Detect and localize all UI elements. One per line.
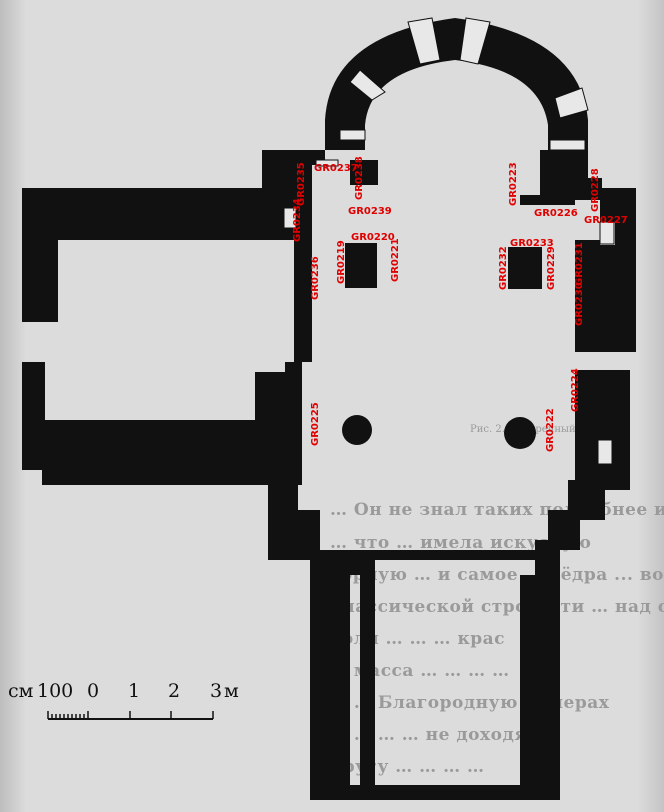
label-gr0235: GR0235 <box>296 162 307 206</box>
label-gr0222: GR0222 <box>545 408 556 452</box>
apse-window <box>407 17 441 65</box>
wall-east-upper <box>600 188 636 352</box>
pier-nw <box>345 243 377 288</box>
wall-north-right <box>520 150 602 205</box>
niche <box>597 439 613 465</box>
wall-mid-north <box>294 232 312 362</box>
figure-caption: Рис. 2. Поперечный разрез <box>470 424 614 435</box>
apse-wall <box>325 18 588 150</box>
walls <box>22 18 636 800</box>
pier-ne <box>508 247 542 289</box>
scale-unit-m: м <box>224 680 239 702</box>
label-gr0230: GR0230 <box>574 282 585 326</box>
niche <box>599 221 615 245</box>
wall-narthex-right <box>520 575 535 785</box>
apse-window <box>459 17 491 65</box>
apse-window <box>349 69 386 101</box>
bleed-line: … что … имела искусную <box>330 533 591 553</box>
wall-narthex <box>335 550 535 800</box>
label-gr0228: GR0228 <box>590 168 601 212</box>
label-gr0236: GR0236 <box>310 256 321 300</box>
wall-north-left-inner <box>350 160 378 185</box>
bleed-line: классической строгости … над стен … здес… <box>330 597 664 617</box>
label-gr0225: GR0225 <box>310 402 321 446</box>
apse-window <box>339 129 366 141</box>
label-gr0232: GR0232 <box>498 246 509 290</box>
label-gr0239: GR0239 <box>348 206 392 217</box>
label-gr0229: GR0229 <box>546 246 557 290</box>
plan-labels: GR0237 GR0238 GR0235 GR0239 GR0234 GR023… <box>292 156 628 452</box>
scale-tick-2: 2 <box>168 680 180 702</box>
label-gr0220: GR0220 <box>351 232 395 243</box>
scale-tick-1: 1 <box>128 680 140 702</box>
label-gr0233: GR0233 <box>510 238 554 249</box>
scale-unit-cm: см <box>8 680 34 702</box>
label-gr0223: GR0223 <box>508 162 519 206</box>
label-gr0224: GR0224 <box>570 368 581 412</box>
wall-south-west <box>22 362 335 800</box>
niche <box>283 207 297 229</box>
niche <box>315 159 339 167</box>
label-gr0221: GR0221 <box>390 238 401 282</box>
wall-south-east <box>535 370 630 800</box>
label-gr0238: GR0238 <box>354 156 365 200</box>
wall-narthex-floor <box>335 785 560 800</box>
wall-openings <box>283 17 615 465</box>
bleed-line: … … … … не доходя <box>330 725 527 745</box>
scale-tick-3: 3 <box>210 680 222 702</box>
label-gr0231: GR0231 <box>574 242 585 286</box>
label-gr0219: GR0219 <box>336 240 347 284</box>
scale-ticks <box>47 711 214 719</box>
label-gr0237: GR0237 <box>314 163 358 174</box>
label-gr0234: GR0234 <box>292 198 303 242</box>
label-gr0227: GR0227 <box>584 215 628 226</box>
round-pier-e <box>504 417 536 449</box>
apse-window <box>554 87 589 119</box>
round-pier-w <box>342 415 372 445</box>
scale-bar: см 100 0 1 2 3 м <box>8 680 239 720</box>
apse-window <box>549 139 586 151</box>
bleed-line: горную … и самое … вёдра ... возду- <box>330 565 664 585</box>
wall-west-arm <box>22 188 312 322</box>
wall-north-left <box>262 150 325 205</box>
scale-tick-0: 0 <box>87 680 99 702</box>
wall-east-pier <box>575 240 600 352</box>
label-gr0226: GR0226 <box>534 208 578 219</box>
scale-tick-100: 100 <box>37 680 73 702</box>
